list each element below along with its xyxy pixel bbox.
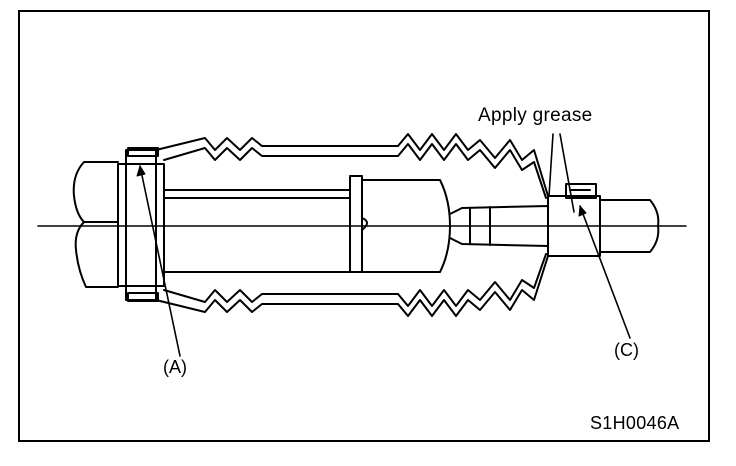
boot-lower-inner <box>163 253 547 307</box>
callout-c-label: (C) <box>614 340 639 360</box>
leader-c-arrow <box>578 205 587 217</box>
apply-grease-label: Apply grease <box>478 105 593 126</box>
boot-band-a <box>127 147 159 302</box>
figure-code: S1H0046A <box>590 413 680 433</box>
inner-sleeve <box>163 189 351 273</box>
leader-a-arrow <box>136 165 146 177</box>
boot-band-c <box>547 183 601 257</box>
boot-upper-inner <box>163 143 547 199</box>
leader-a <box>139 165 181 357</box>
boot-upper <box>155 133 563 197</box>
boot-lower <box>155 255 563 317</box>
leader-c <box>579 205 631 339</box>
leader-apply-grease-1 <box>548 133 554 197</box>
leader-apply-grease-2 <box>559 133 575 213</box>
inner-joint-ring <box>349 175 451 273</box>
outer-joint-housing <box>72 149 165 301</box>
callout-a-label: (A) <box>163 357 187 377</box>
